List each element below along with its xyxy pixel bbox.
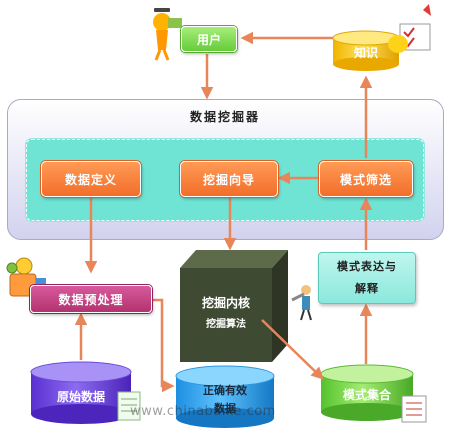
data-definition-node: 数据定义 <box>41 161 141 197</box>
data-miner-title: 数据挖掘器 <box>189 110 260 124</box>
mining-guide-node: 挖掘向导 <box>180 161 278 197</box>
user-node: 用户 <box>181 26 237 52</box>
person-flag-icon <box>153 8 182 61</box>
raw-data-node: 原始数据 <box>31 382 131 412</box>
pattern-set-label: 模式集合 <box>342 388 391 402</box>
watermark: www.chinabaike.com <box>130 404 276 419</box>
data-preprocess-node: 数据预处理 <box>30 285 152 313</box>
knowledge-cylinder <box>332 30 400 71</box>
pattern-expression-line2: 解释 <box>355 282 379 295</box>
pattern-filter-node: 模式筛选 <box>319 161 413 197</box>
raw-data-cylinder <box>30 361 132 424</box>
pattern-set-cylinder <box>320 364 414 421</box>
arrow-preprocess-valid <box>152 298 175 393</box>
worker-icon <box>291 285 312 321</box>
pattern-expression-line1: 模式表达与 <box>337 260 397 273</box>
valid-data-cylinder <box>175 365 275 428</box>
arrow-core-patternset <box>261 319 324 380</box>
raw-data-label: 原始数据 <box>56 390 105 404</box>
mining-algorithm-label: 挖掘算法 <box>206 319 246 330</box>
pattern-expression-node: 模式表达与 解释 <box>318 252 416 304</box>
mining-core-label: 挖掘内核 <box>201 296 250 310</box>
mining-core-box <box>180 250 288 362</box>
document-list-icon <box>401 395 427 423</box>
knowledge-label: 知识 <box>353 45 378 60</box>
checklist-person-icon <box>388 4 431 53</box>
document-sheet-icon <box>117 391 141 421</box>
valid-data-line1: 正确有效 <box>203 384 247 397</box>
pattern-set-node: 模式集合 <box>321 380 413 410</box>
valid-data-node: 正确有效 数据 <box>176 380 274 420</box>
valid-data-line2: 数据 <box>214 402 236 415</box>
flow-arrows <box>74 31 373 393</box>
